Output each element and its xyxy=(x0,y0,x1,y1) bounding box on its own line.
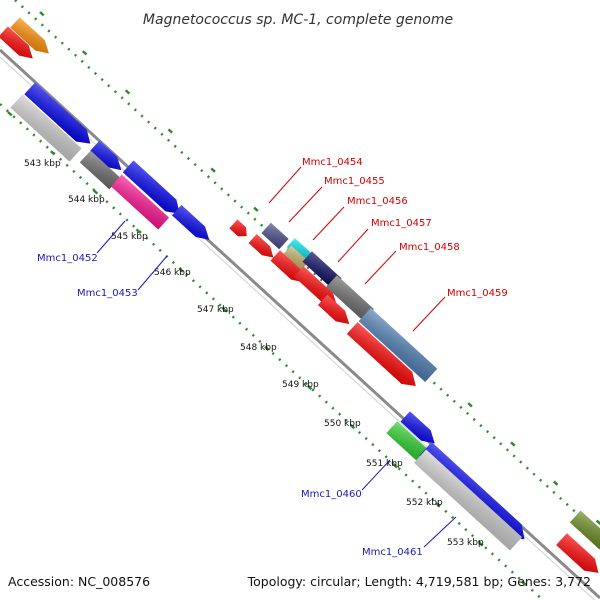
gene-red-small[interactable] xyxy=(229,219,250,240)
gene-blue-6-shading xyxy=(419,442,525,540)
gene-red-6[interactable] xyxy=(346,322,421,392)
gene-red-2[interactable] xyxy=(248,234,278,262)
gene-khaki-1[interactable] xyxy=(283,245,309,271)
gene-label-mmc1-0454[interactable]: Mmc1_0454 xyxy=(302,157,363,168)
tick-553: 553 kbp xyxy=(447,538,484,548)
gene-green-1[interactable] xyxy=(386,421,430,463)
gene-cyan-1-shading xyxy=(286,238,312,262)
tick-543: 543 kbp xyxy=(24,159,61,169)
gene-lightgray-2[interactable] xyxy=(413,449,523,551)
gene-label-mmc1-0457[interactable]: Mmc1_0457 xyxy=(371,218,432,229)
gene-blue-4[interactable] xyxy=(172,204,214,245)
gene-labels-upper: Mmc1_0454 Mmc1_0455 Mmc1_0456 Mmc1_0457 … xyxy=(268,157,508,332)
gene-red-2-shading xyxy=(248,234,274,258)
topology-text: Topology: circular; Length: 4,719,581 bp… xyxy=(247,574,591,589)
gene-lightgray-1-shading xyxy=(10,94,82,162)
gene-label-mmc1-0455[interactable]: Mmc1_0455 xyxy=(324,176,385,187)
gene-navy-1-shading xyxy=(302,251,342,289)
gene-red-5[interactable] xyxy=(317,294,354,330)
map-title: Magnetococcus sp. MC-1, complete genome xyxy=(143,12,453,28)
gene-pink-1[interactable] xyxy=(110,174,170,230)
gene-blue-6[interactable] xyxy=(419,442,530,546)
gene-gray-1-shading xyxy=(79,150,121,190)
gene-gray-1[interactable] xyxy=(79,150,121,190)
gene-label-mmc1-0461[interactable]: Mmc1_0461 xyxy=(362,547,423,558)
gene-slate-1[interactable] xyxy=(261,222,289,250)
gene-olive-1[interactable] xyxy=(569,510,600,550)
gene-red-5-shading xyxy=(317,294,350,325)
gene-blue-1-shading xyxy=(24,82,91,144)
gene-red-small-shading xyxy=(229,219,247,237)
gene-orange-top-shading xyxy=(10,17,49,54)
gene-lightgray-2-shading xyxy=(413,449,523,551)
tick-547: 547 kbp xyxy=(197,305,234,315)
gene-label-mmc1-0460[interactable]: Mmc1_0460 xyxy=(301,489,362,500)
tick-549: 549 kbp xyxy=(282,380,319,390)
gene-red-top-left[interactable] xyxy=(0,26,37,63)
tick-552: 552 kbp xyxy=(406,498,443,508)
gene-pink-1-shading xyxy=(110,174,170,230)
tick-548: 548 kbp xyxy=(240,343,277,353)
gene-gray-2-shading xyxy=(326,275,374,321)
gene-blue-1[interactable] xyxy=(24,82,95,149)
gene-label-mmc1-0456[interactable]: Mmc1_0456 xyxy=(347,196,408,207)
gene-blue-4-shading xyxy=(172,204,210,240)
gene-lightgray-1[interactable] xyxy=(10,94,82,162)
tick-545: 545 kbp xyxy=(111,232,148,242)
gene-red-top-left-shading xyxy=(0,26,33,59)
grid-tick-dashes-lower xyxy=(7,111,541,599)
accession-text: Accession: NC_008576 xyxy=(8,574,150,589)
grid-line-lower xyxy=(0,103,545,600)
tick-544: 544 kbp xyxy=(68,195,105,205)
gene-features xyxy=(0,17,600,579)
gene-label-mmc1-0453[interactable]: Mmc1_0453 xyxy=(77,288,138,299)
gene-orange-top[interactable] xyxy=(10,17,53,58)
gene-blue-5[interactable] xyxy=(400,411,440,448)
gene-steelblue-1[interactable] xyxy=(358,308,438,382)
gene-gray-2[interactable] xyxy=(326,275,374,321)
gene-red-6-shading xyxy=(346,322,416,387)
tick-550: 550 kbp xyxy=(324,419,361,429)
gene-red-7-shading xyxy=(556,533,599,573)
gene-red-7[interactable] xyxy=(556,533,600,579)
gene-olive-1-shading xyxy=(569,510,600,550)
gene-blue-3[interactable] xyxy=(122,160,185,219)
gene-blue-3-shading xyxy=(122,160,180,214)
gene-labels-lower: Mmc1_0452 Mmc1_0453 Mmc1_0460 Mmc1_0461 xyxy=(37,220,457,558)
gene-cyan-1[interactable] xyxy=(286,238,312,262)
gene-steelblue-1-shading xyxy=(358,308,438,382)
kbp-ticks: 543 kbp 544 kbp 545 kbp 546 kbp 547 kbp … xyxy=(24,159,484,548)
grid-line-upper xyxy=(14,0,600,537)
gene-blue-2-shading xyxy=(89,140,122,171)
tick-546: 546 kbp xyxy=(154,268,191,278)
tick-551: 551 kbp xyxy=(366,459,403,469)
gene-label-mmc1-0458[interactable]: Mmc1_0458 xyxy=(399,242,460,253)
gene-blue-2[interactable] xyxy=(89,140,126,176)
gene-label-mmc1-0452[interactable]: Mmc1_0452 xyxy=(37,253,98,264)
gene-slate-1-shading xyxy=(261,222,289,250)
gene-khaki-1-shading xyxy=(283,245,309,271)
gene-green-1-shading xyxy=(386,421,430,463)
gene-navy-1[interactable] xyxy=(302,251,342,289)
gene-blue-5-shading xyxy=(400,411,435,444)
gene-label-mmc1-0459[interactable]: Mmc1_0459 xyxy=(447,288,508,299)
